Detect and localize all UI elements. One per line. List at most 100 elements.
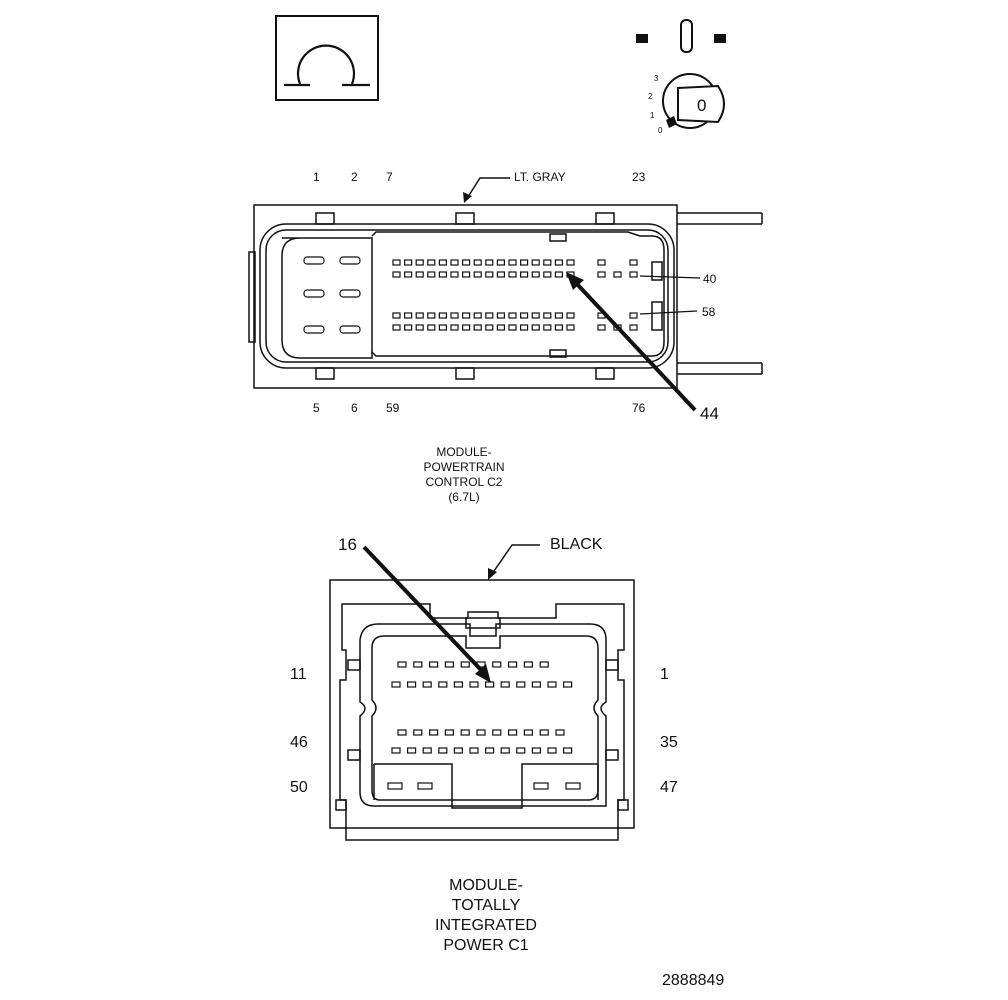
c1-signal-pin-cavity	[391, 747, 401, 754]
c2-signal-pin-cavity	[508, 324, 517, 331]
c1-power-pin-cavity	[565, 782, 581, 790]
c1-signal-pin-cavity	[539, 661, 549, 668]
c1-signal-pin-cavity	[444, 661, 454, 668]
c2-signal-pin-cavity	[508, 312, 517, 319]
c2-signal-pin-cavity	[438, 312, 447, 319]
c1-left-pin-11: 11	[290, 666, 307, 683]
c2-signal-pin-cavity	[438, 271, 447, 278]
c2-caption: MODULE- POWERTRAIN CONTROL C2 (6.7L)	[404, 445, 524, 505]
c1-power-pin-cavity	[417, 782, 433, 790]
c2-power-pin-cavity	[303, 256, 325, 265]
c2-signal-pin-cavity	[485, 324, 494, 331]
ignition-pos-3: 3	[654, 74, 659, 83]
c2-signal-pin-cavity	[392, 312, 401, 319]
c1-signal-pin-cavity	[460, 661, 470, 668]
c1-signal-pin-cavity	[413, 661, 423, 668]
c2-bottom-pin-76: 76	[632, 401, 646, 415]
c2-power-pin-cavity	[303, 289, 325, 298]
c1-signal-pin-cavity	[407, 747, 417, 754]
c2-signal-pin-cavity	[531, 312, 540, 319]
c2-power-pin-cavity	[339, 289, 361, 298]
c1-color-arrowhead	[488, 568, 497, 580]
c2-signal-pin-cavity	[566, 324, 575, 331]
c2-signal-pin-cavity	[415, 312, 424, 319]
c2-caption-line-3: CONTROL C2	[425, 475, 503, 489]
c2-signal-pin-cavity	[543, 259, 552, 266]
c2-signal-pin-cavity	[496, 324, 505, 331]
c1-signal-pin-cavity	[407, 681, 417, 688]
c2-signal-pin-cavity	[462, 312, 471, 319]
c2-top-pin-7: 7	[386, 170, 393, 184]
c1-signal-pin-cavity	[429, 661, 439, 668]
c1-left-pin-46: 46	[290, 734, 308, 751]
c2-caption-line-2: POWERTRAIN	[423, 460, 505, 474]
c1-signal-pins	[391, 661, 573, 754]
c2-side-pin-58: 58	[702, 305, 716, 319]
c2-signal-pin-cavity	[597, 271, 606, 278]
c2-bottom-pin-5: 5	[313, 401, 320, 415]
c2-signal-pin-cavity	[473, 312, 482, 319]
c1-signal-pin-cavity	[485, 747, 495, 754]
c2-caption-line-4: (6.7L)	[448, 490, 480, 504]
c2-signal-pin-cavity	[566, 259, 575, 266]
c2-signal-pin-cavity	[508, 271, 517, 278]
c1-signal-pin-cavity	[500, 681, 510, 688]
c1-signal-pin-cavity	[438, 747, 448, 754]
c1-signal-pin-cavity	[531, 681, 542, 688]
c2-power-pin-cavity	[339, 256, 361, 265]
c1-signal-pin-cavity	[492, 661, 502, 668]
c2-signal-pin-cavity	[415, 259, 424, 266]
c1-callout-leader	[362, 545, 485, 674]
c1-signal-pin-cavity	[492, 729, 502, 736]
c2-signal-pin-cavity	[519, 271, 529, 278]
c1-signal-pin-cavity	[500, 747, 510, 754]
c1-connector	[329, 579, 635, 841]
c2-signal-pin-cavity	[531, 259, 540, 266]
c2-signal-pin-cavity	[554, 271, 564, 278]
c2-signal-pin-cavity	[392, 271, 401, 278]
c2-signal-pin-cavity	[496, 271, 505, 278]
c2-signal-pin-cavity	[519, 259, 529, 266]
c2-signal-pin-cavity	[597, 259, 606, 266]
c2-callout-number: 44	[700, 404, 719, 423]
c2-signal-pin-cavity	[629, 271, 638, 278]
c1-callout-arrowhead	[475, 664, 491, 683]
c2-signal-pin-cavity	[554, 259, 564, 266]
c2-signal-pin-cavity	[427, 324, 436, 331]
c1-signal-pin-cavity	[422, 681, 432, 688]
c1-right-pin-47: 47	[660, 779, 678, 796]
c2-signal-pin-cavity	[519, 312, 529, 319]
c1-right-pin-35: 35	[660, 734, 678, 751]
ignition-pos-1: 1	[650, 111, 655, 120]
c1-signal-pin-cavity	[444, 729, 454, 736]
c2-side-pin-40: 40	[703, 272, 717, 286]
c2-bottom-pin-59: 59	[386, 401, 400, 415]
c1-right-pin-1: 1	[660, 666, 669, 683]
c2-caption-line-1: MODULE-	[436, 445, 492, 459]
c2-signal-pin-cavity	[629, 324, 638, 331]
c2-signal-pin-cavity	[519, 324, 529, 331]
c2-signal-pin-cavity	[543, 324, 552, 331]
c2-signal-pin-cavity	[462, 324, 471, 331]
c2-signal-pin-cavity	[392, 324, 401, 331]
c1-signal-pin-cavity	[508, 661, 518, 668]
c2-color-label: LT. GRAY	[514, 170, 566, 184]
c2-top-pin-23: 23	[632, 170, 646, 184]
c2-signal-pin-cavity	[404, 259, 413, 266]
c2-signal-pin-cavity	[531, 271, 540, 278]
c2-signal-pin-cavity	[473, 259, 482, 266]
c2-signal-pin-cavity	[531, 324, 540, 331]
c1-signal-pin-cavity	[516, 747, 526, 754]
c2-pin-58-leader	[639, 310, 698, 315]
ignition-pos-0: 0	[658, 126, 663, 135]
c2-signal-pin-cavity	[613, 271, 622, 278]
ignition-pos-2: 2	[648, 92, 653, 101]
c2-color-leader	[465, 177, 510, 201]
c1-signal-pin-cavity	[523, 729, 534, 736]
c2-signal-pin-cavity	[404, 312, 413, 319]
c2-signal-pin-cavity	[427, 259, 436, 266]
c2-top-pin-1: 1	[313, 170, 320, 184]
c2-signal-pin-cavity	[438, 324, 447, 331]
c2-signal-pin-cavity	[450, 324, 459, 331]
c1-power-pin-cavity	[387, 782, 403, 790]
